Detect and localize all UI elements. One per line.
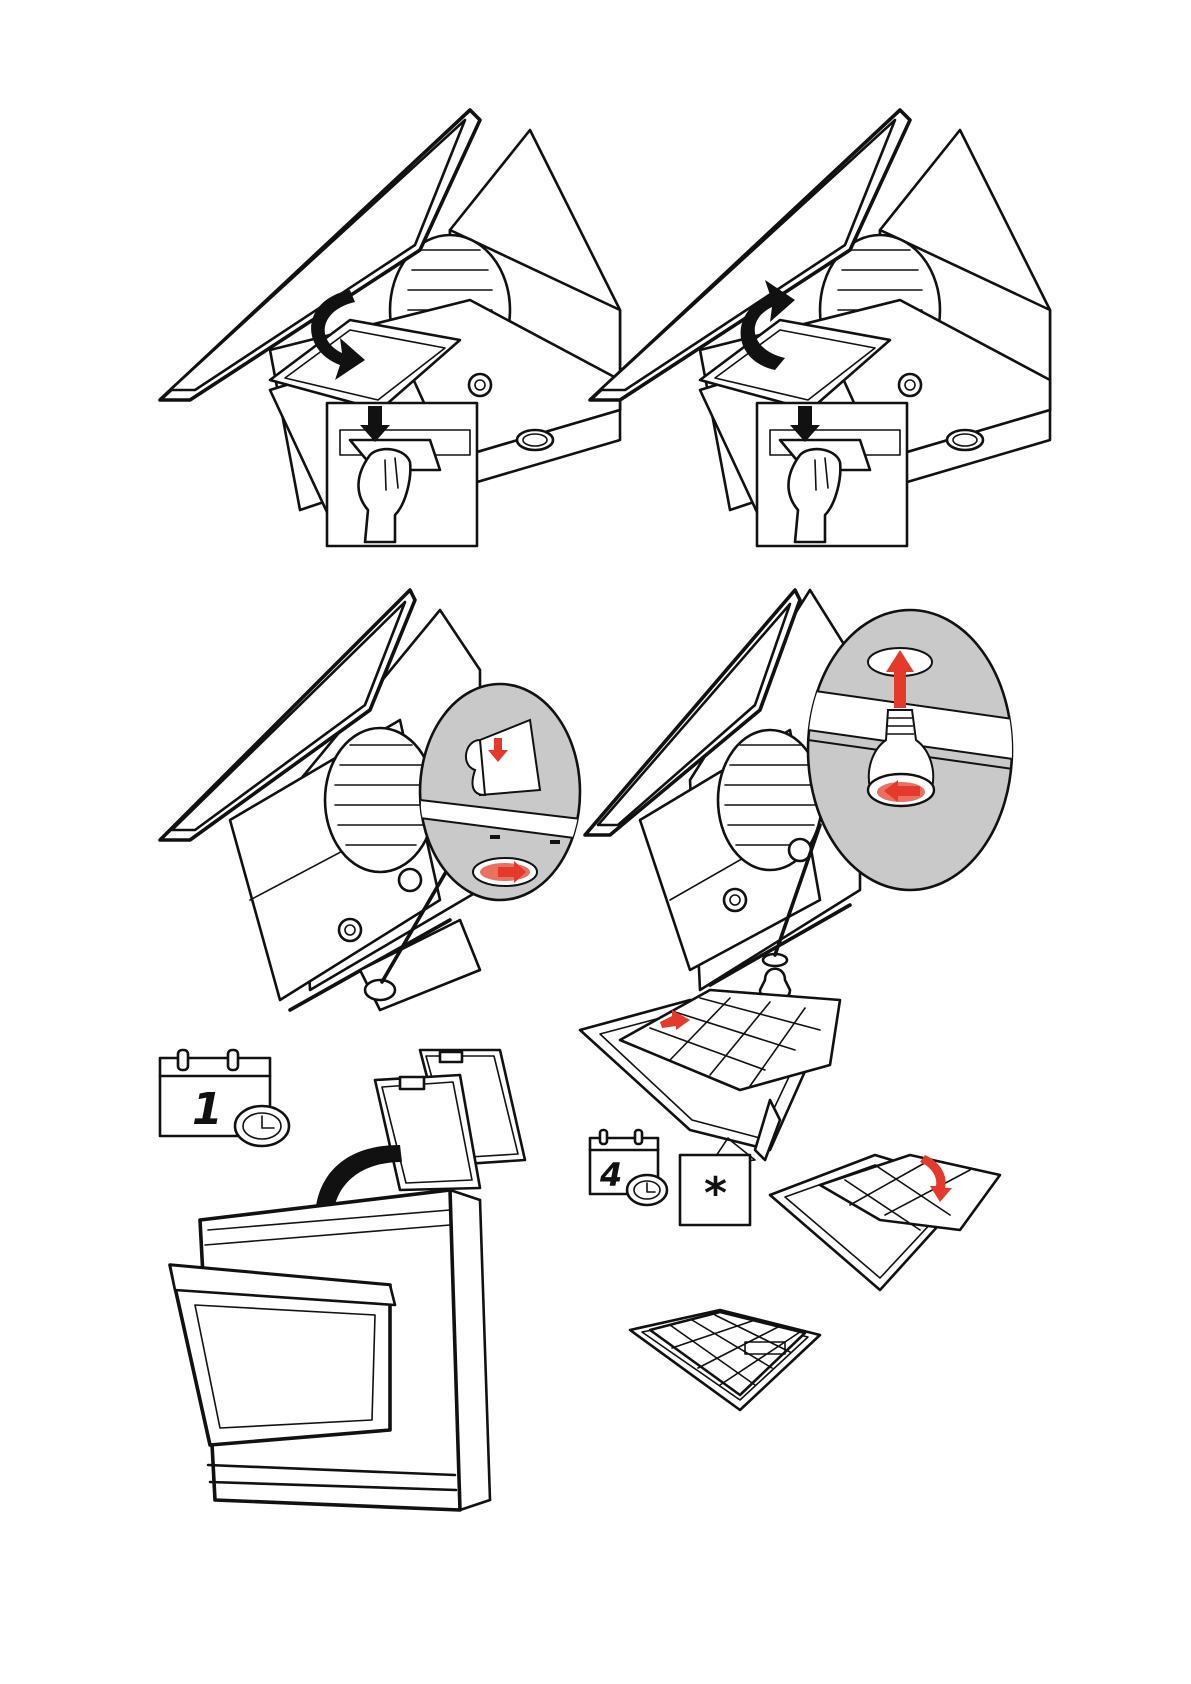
filter-close-illustration <box>580 110 1060 590</box>
calendar-4-icon: 4 <box>590 1130 667 1205</box>
carbon-filter-slide-icon <box>580 990 840 1160</box>
calendar-1-icon: 1 <box>160 1050 289 1146</box>
carbon-filter-illustration: * 4 <box>580 990 1030 1610</box>
grease-filter-icon <box>375 1050 525 1190</box>
dishwasher-icon <box>170 1190 490 1510</box>
zoom-circle-icon <box>808 610 1020 890</box>
hood-icon <box>150 590 630 1040</box>
hood-icon <box>150 110 630 590</box>
carbon-filter-tilt-icon <box>770 1155 1000 1290</box>
light-cover-illustration <box>150 590 630 1040</box>
hood-icon <box>580 590 1100 1040</box>
filter-open-illustration <box>150 110 630 590</box>
grease-filter-interval: 1 <box>192 1084 223 1135</box>
carbon-filter-installed-icon <box>630 1310 820 1410</box>
carbon-filter-interval: 4 <box>599 1156 622 1194</box>
bulb-replace-illustration <box>580 590 1100 1040</box>
dishwasher-cleaning-illustration: 1 <box>150 1050 550 1570</box>
carbon-filter-note-symbol: * <box>704 1168 727 1219</box>
hood-icon <box>580 110 1060 590</box>
